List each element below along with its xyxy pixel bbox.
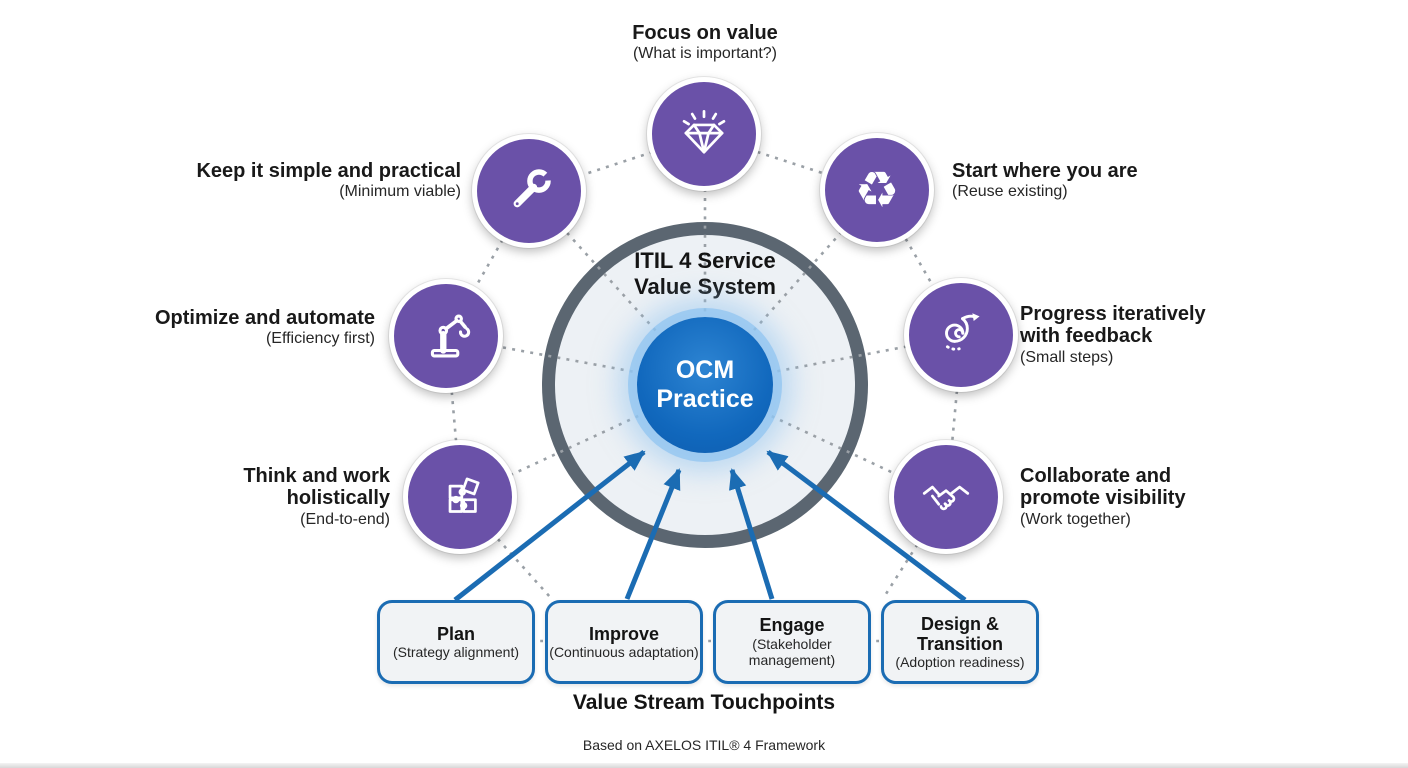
principle-subtitle: (Small steps) [1020,348,1114,366]
principle-circle-keep-it-simple [472,134,586,248]
handshake-icon [922,485,970,511]
principle-label-optimize-automate: Optimize and automate (Efficiency first) [95,307,375,349]
principle-label-keep-it-simple: Keep it simple and practical (Minimum vi… [149,160,461,202]
principle-title: Think and work holistically [243,465,390,510]
principle-circle-optimize-automate [389,279,503,393]
principle-title: Focus on value [632,22,778,44]
principle-subtitle: (End-to-end) [300,510,390,528]
touchpoint-subtitle: (Continuous adaptation) [549,643,699,660]
principle-title: Start where you are [952,160,1138,182]
principle-subtitle: (What is important?) [632,45,778,63]
principle-title: Optimize and automate [154,307,375,329]
touchpoint-title: Design & Transition [916,613,1003,654]
touchpoint-title: Improve [588,623,660,644]
touchpoint-subtitle: (Adoption readiness) [895,653,1025,670]
value-stream-touchpoints-heading: Value Stream Touchpoints [572,691,836,714]
principle-subtitle: (Efficiency first) [265,330,375,348]
principle-subtitle: (Minimum viable) [339,183,461,201]
wrench-icon [513,168,556,208]
principle-subtitle: (Work together) [1020,510,1131,528]
bottom-edge-strip [0,763,1408,768]
principle-circle-focus-on-value [647,77,761,191]
principle-label-progress-iteratively: Progress iteratively with feedback (Smal… [1020,303,1215,368]
touchpoint-box-improve: Improve (Continuous adaptation) [545,600,703,684]
touchpoint-box-design-transition: Design & Transition (Adoption readiness) [881,600,1039,684]
touchpoint-subtitle: (Strategy alignment) [392,643,520,660]
principle-circle-progress-iteratively [904,278,1018,392]
service-value-system-title: ITIL 4 Service Value System [634,248,776,299]
spiral-arrow-icon [945,313,980,351]
principle-label-focus-on-value: Focus on value (What is important?) [505,22,905,64]
puzzle-icon [448,477,480,513]
gem-icon [682,109,726,154]
attribution-text: Based on AXELOS ITIL® 4 Framework [582,737,826,753]
touchpoint-box-plan: Plan (Strategy alignment) [377,600,535,684]
principle-label-start-where-you-are: Start where you are (Reuse existing) [952,160,1272,202]
robot-arm-icon [430,314,471,358]
touchpoint-title: Engage [759,615,825,636]
principle-title: Keep it simple and practical [196,160,461,182]
ocm-practice-core: OCM Practice [637,317,773,453]
touchpoint-subtitle: (Stakeholder management) [748,635,836,669]
principle-title: Progress iteratively with feedback [1020,303,1206,348]
principle-circle-collaborate [889,440,1003,554]
principle-label-collaborate: Collaborate and promote visibility (Work… [1020,465,1220,530]
principle-subtitle: (Reuse existing) [952,183,1068,201]
touchpoint-box-engage: Engage (Stakeholder management) [713,600,871,684]
principle-label-think-holistically: Think and work holistically (End-to-end) [200,465,390,530]
recycle-icon: ♻ [854,161,900,219]
ocm-practice-label: OCM Practice [656,355,754,414]
touchpoint-title: Plan [436,623,475,644]
principle-circle-start-where-you-are: ♻ [820,133,934,247]
principle-title: Collaborate and promote visibility [1020,465,1186,510]
principle-circle-think-holistically [403,440,517,554]
